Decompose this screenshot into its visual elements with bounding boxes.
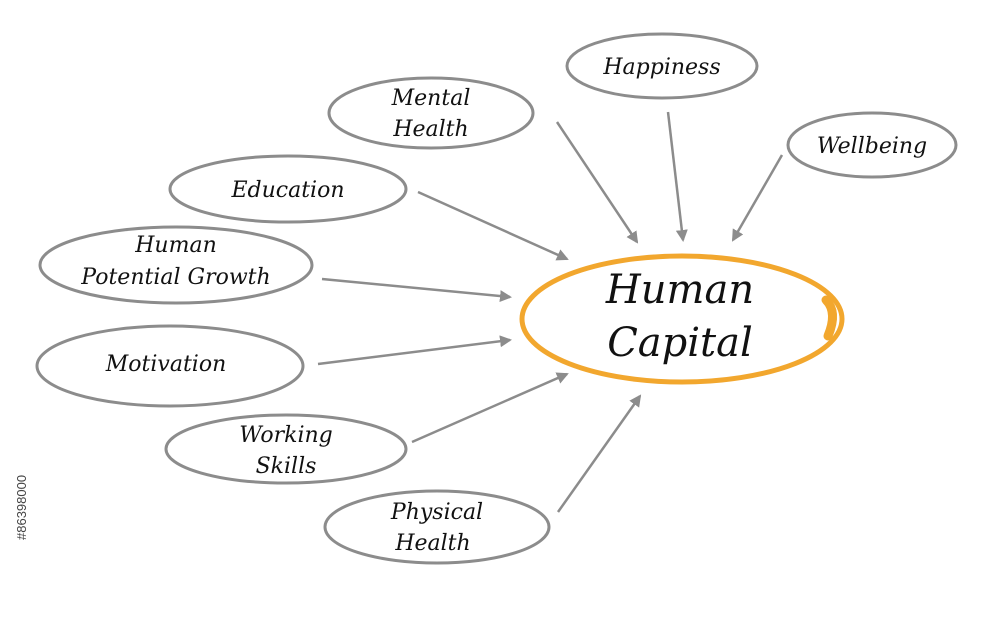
- node-wellbeing: Wellbeing: [786, 111, 958, 179]
- node-human-potential-growth-ellipse: [38, 225, 314, 305]
- node-wellbeing-line-1: Wellbeing: [817, 134, 927, 159]
- node-human-potential-growth-line-2: Potential Growth: [80, 265, 270, 290]
- node-human-potential-growth: Human Potential Growth: [38, 225, 314, 305]
- node-happiness: Happiness: [565, 32, 759, 100]
- node-education-ellipse: [168, 154, 408, 224]
- arrow-human-potential-growth: [321, 277, 512, 303]
- arrow-education: [417, 190, 569, 261]
- arrows: [317, 111, 784, 513]
- arrow-happiness: [666, 111, 688, 242]
- node-mental-health-ellipse: [327, 76, 535, 150]
- center-title-line-2: Capital: [607, 320, 753, 366]
- node-education-line-1: Education: [230, 178, 344, 203]
- arrow-mental-health: [555, 121, 639, 244]
- node-motivation-ellipse: [35, 324, 305, 408]
- nodes: Happiness Mental Health Wellbeing Educat…: [35, 32, 958, 565]
- node-working-skills: Working Skills: [164, 413, 408, 485]
- arrow-motivation: [317, 335, 512, 366]
- node-mental-health-line-1: Mental: [391, 86, 471, 111]
- node-working-skills-line-2: Skills: [256, 454, 317, 479]
- arrow-wellbeing: [731, 154, 784, 242]
- node-motivation-line-1: Motivation: [105, 352, 226, 377]
- arrow-physical-health: [556, 394, 642, 513]
- node-physical-health-line-2: Health: [394, 531, 470, 556]
- node-wellbeing-ellipse: [786, 111, 958, 179]
- stock-id: #86398000: [14, 475, 29, 540]
- node-working-skills-line-1: Working: [239, 423, 333, 448]
- node-happiness-ellipse: [565, 32, 759, 100]
- arrow-working-skills: [411, 372, 569, 444]
- node-working-skills-ellipse: [164, 413, 408, 485]
- node-motivation: Motivation: [35, 324, 305, 408]
- node-happiness-line-1: Happiness: [602, 55, 720, 80]
- center-ellipse: [519, 253, 845, 385]
- center-node: Human Capital: [519, 253, 845, 385]
- node-mental-health: Mental Health: [327, 76, 535, 150]
- node-physical-health: Physical Health: [323, 489, 551, 565]
- node-education: Education: [168, 154, 408, 224]
- node-physical-health-line-1: Physical: [390, 500, 483, 525]
- node-human-potential-growth-line-1: Human: [134, 233, 217, 258]
- center-ellipse-brush-tail: [821, 295, 837, 341]
- center-title-line-1: Human: [605, 267, 754, 313]
- node-physical-health-ellipse: [323, 489, 551, 565]
- node-mental-health-line-2: Health: [392, 117, 468, 142]
